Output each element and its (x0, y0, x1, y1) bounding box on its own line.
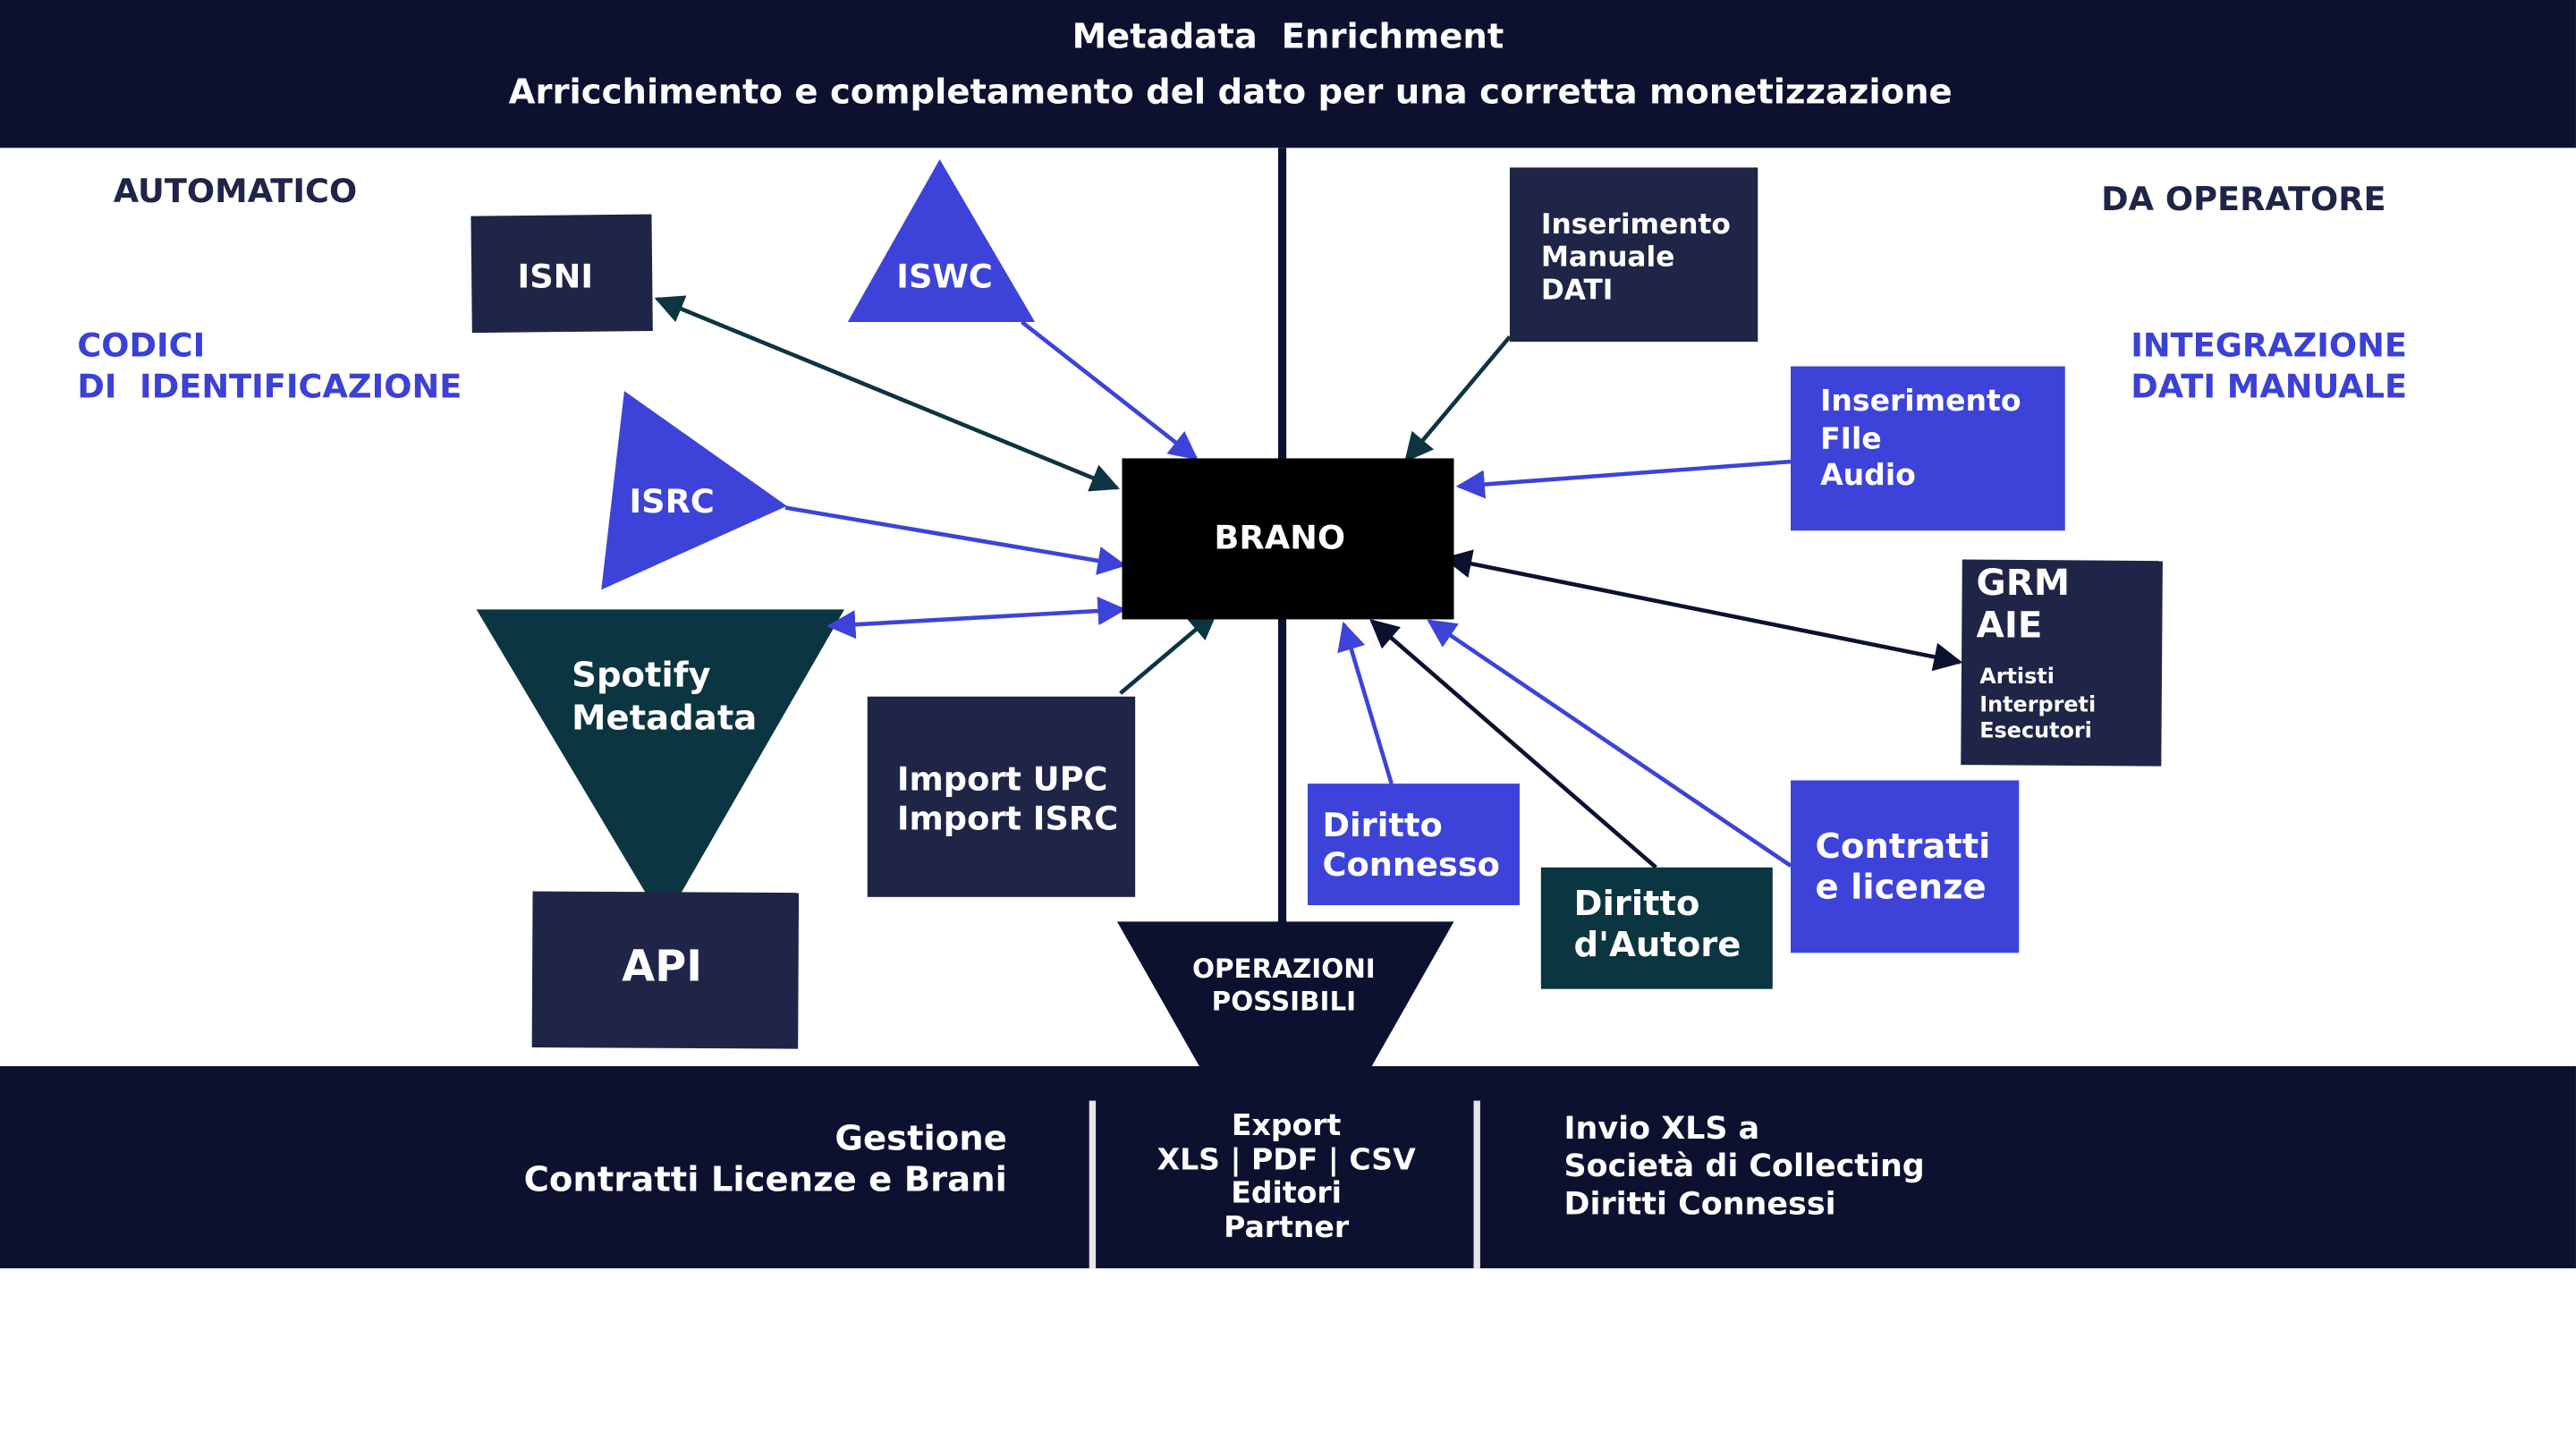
arrow-import-brano (1119, 611, 1218, 695)
brano-node (1122, 458, 1454, 620)
arrow-isrc-brano (784, 505, 1127, 575)
inserimento-file-label: Inserimento FIle Audio (1820, 384, 2021, 494)
iswc-label: ISWC (896, 256, 993, 296)
grm-label: GRM AIE (1976, 563, 2071, 648)
right-heading: DA OPERATORE (2101, 179, 2386, 219)
spotify-triangle (476, 609, 845, 924)
diritto-autore-label: Diritto d'Autore (1573, 884, 1741, 965)
arrow-manuale-brano (1404, 335, 1512, 462)
arrow-file-brano (1455, 459, 1792, 499)
import-node (867, 696, 1136, 897)
inserimento-file-node (1791, 366, 2065, 531)
import-label: Import UPC Import ISRC (896, 758, 1119, 838)
header-band (0, 0, 2576, 148)
spotify-label: Spotify Metadata (572, 655, 758, 737)
arrow-dirittoconnesso-brano (1337, 621, 1394, 784)
api-label: API (622, 943, 703, 993)
arrow-iswc-brano (1021, 320, 1199, 461)
brano-label: BRANO (1214, 517, 1346, 557)
left-heading: AUTOMATICO (113, 171, 358, 211)
iswc-triangle (847, 159, 1036, 322)
header-title: Metadata Enrichment (1072, 16, 1504, 56)
left-category-line2: DI IDENTIFICAZIONE (77, 366, 462, 406)
footer-center-text: Export XLS | PDF | CSV Editori Partner (1157, 1108, 1416, 1245)
operazioni-label: OPERAZIONI POSSIBILI (1192, 953, 1376, 1017)
arrow-isni-brano (654, 295, 1120, 492)
arrow-spotify-brano (826, 596, 1127, 640)
footer-divider (1089, 1100, 1097, 1268)
arrow-grm-brano (1443, 549, 1963, 672)
operazioni-funnel (1116, 921, 1454, 1067)
diritto-connesso-node (1308, 784, 1520, 906)
diritto-autore-node (1540, 867, 1773, 989)
right-category-line1: INTEGRAZIONE (2131, 325, 2407, 365)
left-category-line1: CODICI (77, 325, 206, 365)
grm-sublabel: Artisti Interpreti Esecutori (1979, 665, 2097, 745)
header-subtitle: Arricchimento e completamento del dato p… (508, 72, 1953, 112)
footer-left-text: Gestione Contratti Licenze e Brani (523, 1118, 1007, 1200)
isni-label: ISNI (517, 256, 594, 296)
right-category-line2: DATI MANUALE (2131, 366, 2408, 406)
footer-band (0, 1066, 2576, 1268)
contratti-label: Contratti e licenze (1815, 826, 1991, 908)
footer-right-text: Invio XLS a Società di Collecting Diritt… (1563, 1110, 1925, 1224)
inserimento-manuale-node (1509, 167, 1758, 343)
diritto-connesso-label: Diritto Connesso (1322, 804, 1500, 885)
footer-divider (1473, 1100, 1480, 1268)
arrow-dirittoautore-brano (1369, 619, 1657, 869)
isrc-label: ISRC (629, 481, 715, 521)
contratti-node (1791, 780, 2020, 953)
inserimento-manuale-label: Inserimento Manuale DATI (1540, 208, 1731, 309)
